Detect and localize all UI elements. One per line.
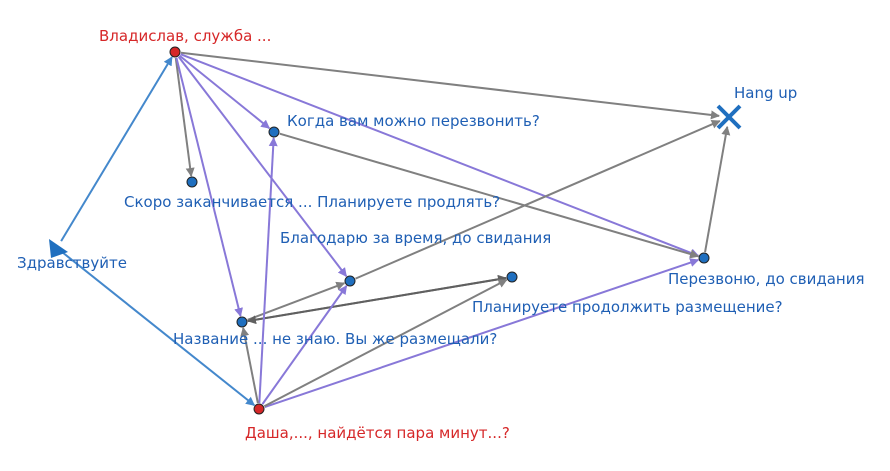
node-recall <box>698 252 710 264</box>
edge-hello-to-dasha <box>62 252 256 407</box>
label-vladislav: Владислав, служба ... <box>99 27 271 45</box>
node-layer <box>49 46 742 415</box>
edge-dasha-to-thanks <box>261 285 348 405</box>
node-vladislav <box>169 46 181 58</box>
node-expiring <box>186 176 198 188</box>
label-recall: Перезвоню, до свидания <box>668 270 865 288</box>
edge-vladislav-to-expiring <box>174 57 195 177</box>
edge-vladislav-to-hangup <box>180 51 720 120</box>
edge-vladislav-to-thanks <box>177 56 348 277</box>
edge-layer <box>60 51 731 409</box>
node-thanks <box>344 275 356 287</box>
label-layer: Владислав, служба ... Hang up Когда вам мо… <box>17 27 865 442</box>
node-hangup-x-icon <box>716 104 742 130</box>
edge-vladislav-to-callback <box>179 54 271 130</box>
edge-vladislav-to-name <box>175 57 243 318</box>
label-hello: Здравствуйте <box>17 254 127 272</box>
node-hello-triangle-icon <box>49 239 68 258</box>
label-hangup: Hang up <box>734 84 797 102</box>
edge-recall-to-hangup <box>704 125 731 253</box>
edge-dasha-to-callback <box>258 137 278 404</box>
label-thanks: Благодарю за время, до свидания <box>280 229 551 247</box>
edge-dasha-to-name <box>240 327 259 404</box>
edge-continue-to-name <box>247 276 507 325</box>
edge-dasha-to-continue <box>263 278 508 408</box>
label-expiring: Скоро заканчивается ... Планируете продл… <box>124 193 500 211</box>
edge-callback-to-recall <box>279 132 700 259</box>
node-callback <box>268 126 280 138</box>
node-name <box>236 316 248 328</box>
node-dasha <box>253 403 265 415</box>
label-dasha: Даша,..., найдётся пара минут...? <box>245 424 510 442</box>
edge-thanks-to-hangup <box>355 120 721 280</box>
label-name: Название ... не знаю. Вы же размещали? <box>173 330 497 348</box>
label-callback: Когда вам можно перезвонить? <box>287 112 540 130</box>
node-continue <box>506 271 518 283</box>
edge-name-to-thanks <box>247 281 346 321</box>
edge-hello-to-vladislav <box>60 56 173 242</box>
edge-dasha-to-recall <box>264 258 700 409</box>
label-continue: Планируете продолжить размещение? <box>472 298 783 316</box>
edge-vladislav-to-recall <box>180 53 700 258</box>
